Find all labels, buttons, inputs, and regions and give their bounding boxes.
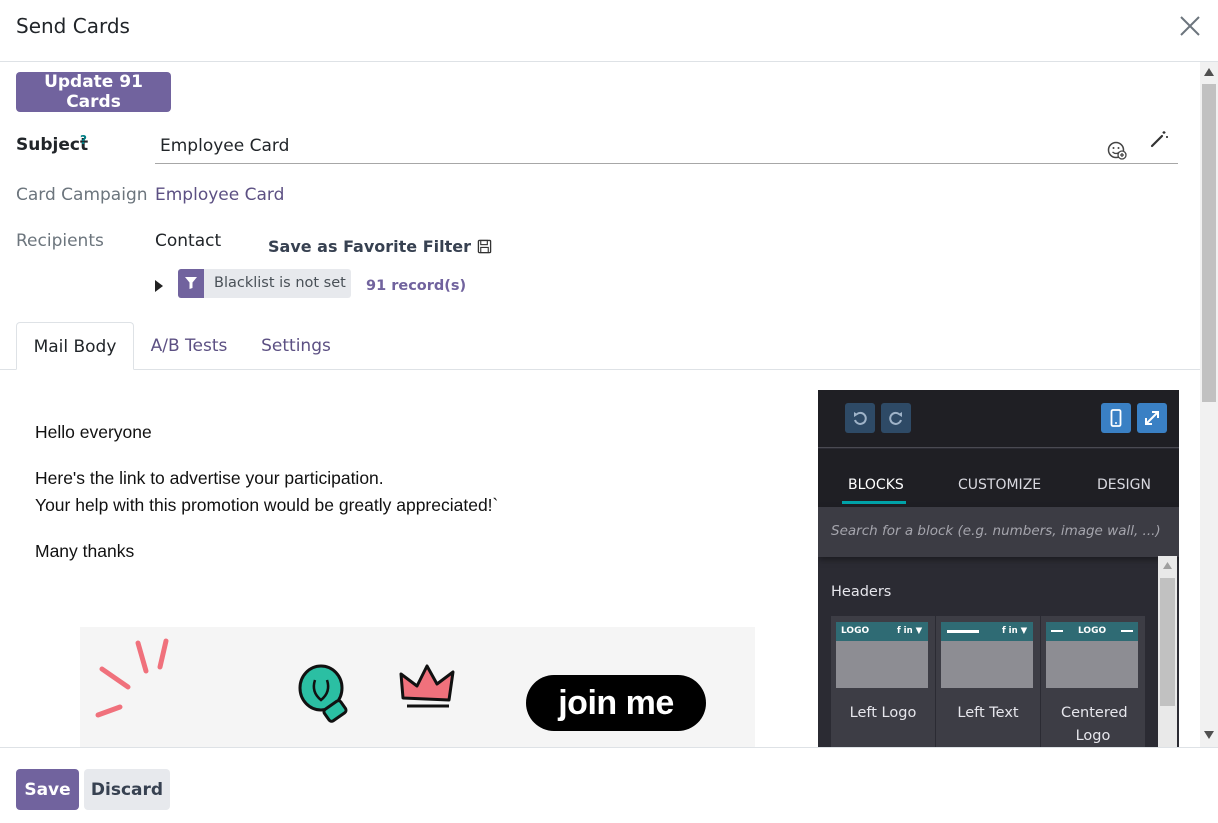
mail-line-1[interactable]: Here's the link to advertise your partic… bbox=[35, 468, 384, 488]
dialog-title: Send Cards bbox=[16, 14, 130, 38]
save-favorite-filter[interactable]: Save as Favorite Filter bbox=[268, 237, 492, 256]
floppy-disk-icon bbox=[477, 239, 491, 254]
filter-tag[interactable]: Blacklist is not set bbox=[178, 269, 351, 298]
record-count[interactable]: 91 record(s) bbox=[366, 278, 467, 294]
snippet-left-text[interactable]: f in ▼ Left Text bbox=[936, 616, 1040, 747]
subject-help-icon[interactable]: ? bbox=[80, 133, 87, 147]
editor-tabs: BLOCKS CUSTOMIZE DESIGN bbox=[818, 449, 1179, 507]
dialog-body: Update 91 Cards Subject ? Employee Card … bbox=[0, 62, 1200, 747]
campaign-label: Card Campaign bbox=[16, 185, 148, 205]
save-button[interactable]: Save bbox=[16, 769, 79, 810]
snippet-thumbnail: f in ▼ bbox=[941, 622, 1033, 688]
mobile-preview-button[interactable] bbox=[1101, 403, 1131, 433]
join-banner[interactable]: join me bbox=[80, 627, 755, 747]
undo-icon bbox=[854, 411, 867, 425]
snippet-name: Left Text bbox=[957, 705, 1019, 721]
snippet-thumbnail: LOGO f in ▼ bbox=[836, 622, 928, 688]
editor-tab-design[interactable]: DESIGN bbox=[1097, 477, 1151, 493]
notebook-tabs: Mail Body A/B Tests Settings bbox=[0, 322, 1200, 370]
editor-tab-indicator bbox=[842, 501, 906, 504]
mail-closing[interactable]: Many thanks bbox=[35, 541, 135, 561]
magic-wand-icon[interactable] bbox=[1149, 129, 1169, 149]
campaign-link[interactable]: Employee Card bbox=[155, 185, 285, 205]
editor-toolbar bbox=[818, 390, 1179, 448]
snippet-centered-logo[interactable]: LOGO Centered Logo bbox=[1041, 616, 1145, 747]
snippet-left-logo[interactable]: LOGO f in ▼ Left Logo bbox=[831, 616, 935, 747]
update-cards-button[interactable]: Update 91 Cards bbox=[16, 72, 171, 112]
join-me-button[interactable]: join me bbox=[526, 675, 706, 731]
subject-input[interactable]: Employee Card bbox=[155, 126, 1178, 164]
snippet-thumbnail: LOGO bbox=[1046, 622, 1138, 688]
close-icon[interactable] bbox=[1178, 14, 1202, 38]
dialog-scrollbar[interactable] bbox=[1200, 62, 1218, 747]
block-search-placeholder: Search for a block (e.g. numbers, image … bbox=[831, 523, 1161, 539]
discard-button[interactable]: Discard bbox=[84, 769, 170, 810]
tab-ab-tests[interactable]: A/B Tests bbox=[150, 336, 228, 356]
emoji-icon[interactable] bbox=[1107, 140, 1127, 160]
redo-icon bbox=[889, 411, 902, 425]
caret-right-icon[interactable] bbox=[154, 279, 164, 293]
tab-settings[interactable]: Settings bbox=[261, 336, 331, 356]
editor-scrollbar[interactable] bbox=[1158, 556, 1177, 747]
fullscreen-button[interactable] bbox=[1137, 403, 1167, 433]
recipients-model[interactable]: Contact bbox=[155, 231, 222, 251]
subject-label: Subject bbox=[16, 135, 89, 155]
mail-greeting[interactable]: Hello everyone bbox=[35, 422, 152, 442]
mobile-icon bbox=[1110, 409, 1122, 427]
subject-value: Employee Card bbox=[160, 136, 290, 156]
filter-icon bbox=[178, 269, 204, 298]
burst-decoration bbox=[95, 638, 169, 718]
undo-button[interactable] bbox=[845, 403, 875, 433]
crown-icon bbox=[399, 664, 455, 708]
snippet-name: Centered Logo bbox=[1061, 705, 1128, 744]
expand-icon bbox=[1145, 411, 1159, 425]
filter-tag-label: Blacklist is not set bbox=[214, 275, 346, 291]
recipients-label: Recipients bbox=[16, 231, 104, 251]
redo-button[interactable] bbox=[881, 403, 911, 433]
tab-mail-body[interactable]: Mail Body bbox=[16, 322, 134, 370]
dialog-header: Send Cards bbox=[0, 0, 1218, 62]
headers-section-title: Headers bbox=[831, 584, 892, 600]
editor-tab-customize[interactable]: CUSTOMIZE bbox=[958, 477, 1042, 493]
mail-line-2[interactable]: Your help with this promotion would be g… bbox=[35, 495, 499, 515]
dialog-footer: Save Discard bbox=[0, 747, 1218, 823]
save-favorite-filter-label: Save as Favorite Filter bbox=[268, 237, 472, 256]
editor-tab-blocks[interactable]: BLOCKS bbox=[848, 477, 904, 493]
lightbulb-icon bbox=[298, 664, 348, 723]
snippet-editor-panel: BLOCKS CUSTOMIZE DESIGN Search for a blo… bbox=[818, 390, 1179, 747]
block-search-input[interactable]: Search for a block (e.g. numbers, image … bbox=[818, 507, 1179, 557]
snippet-name: Left Logo bbox=[849, 705, 917, 721]
